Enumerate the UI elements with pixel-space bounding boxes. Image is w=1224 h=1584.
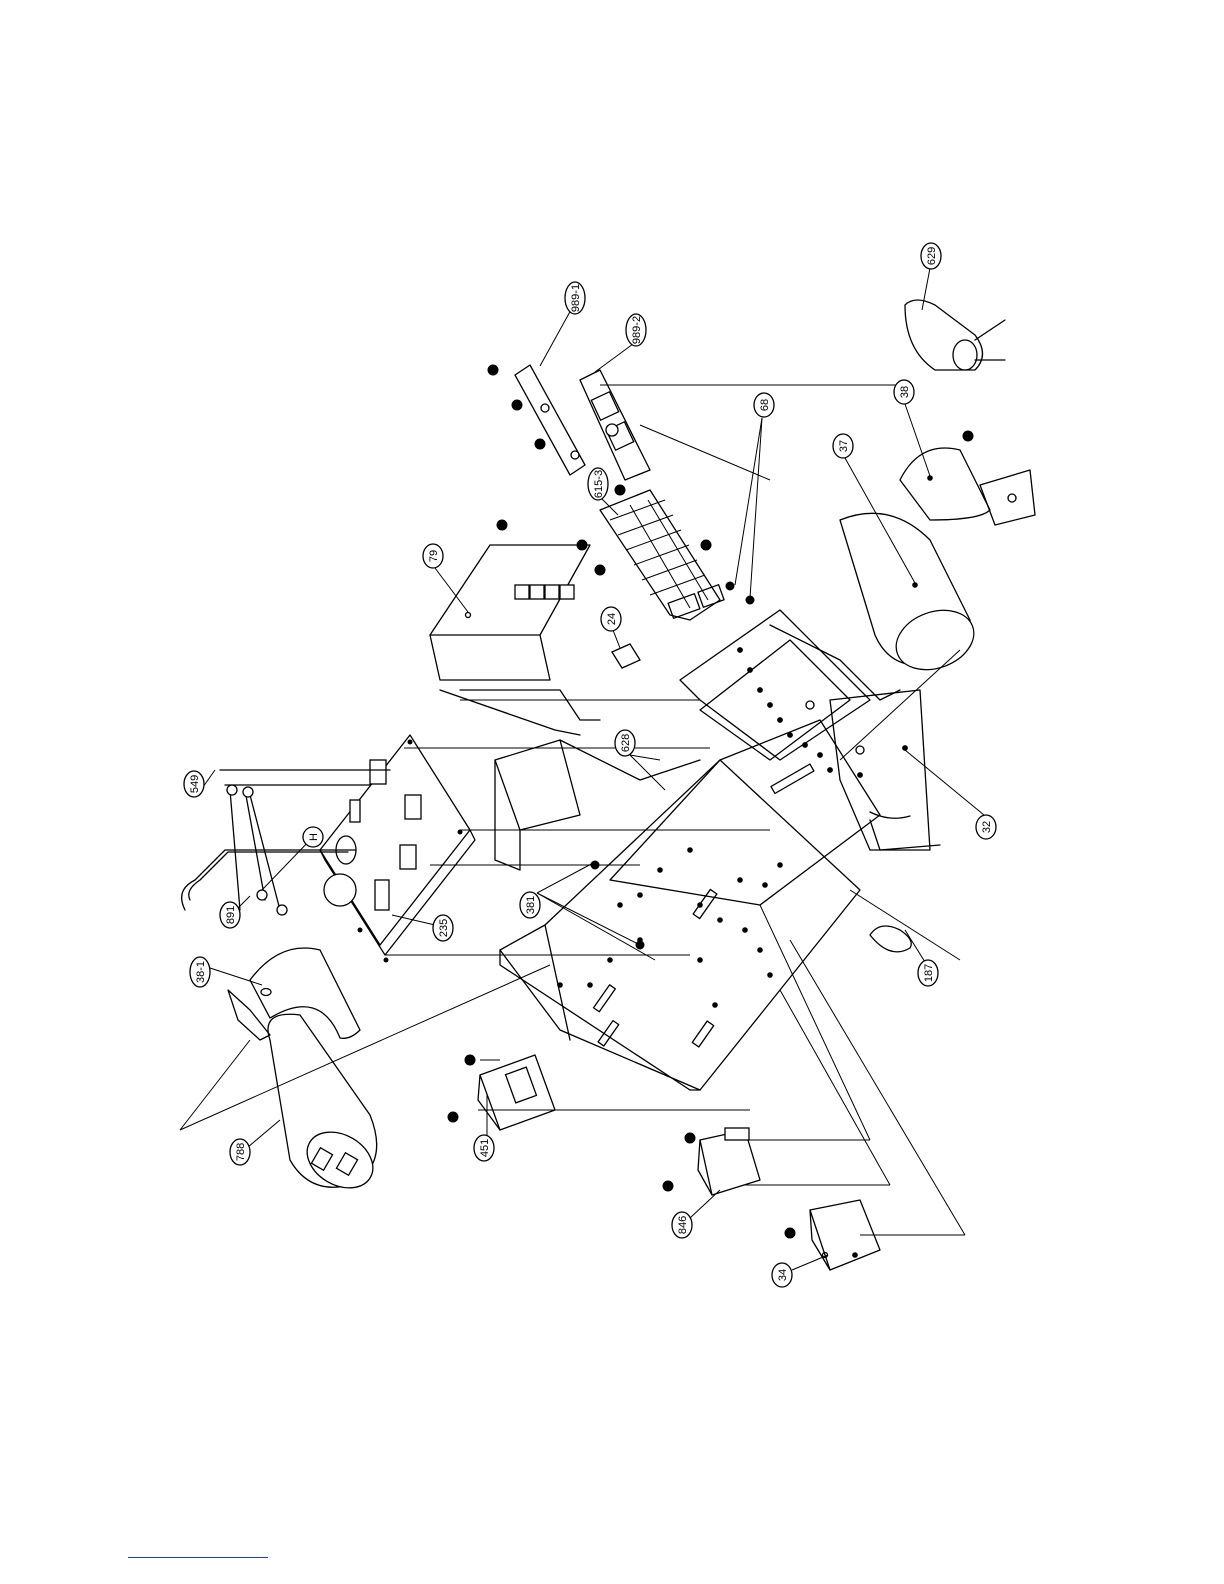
svg-text:235: 235	[438, 919, 450, 937]
relay-451	[478, 1055, 555, 1130]
wire-harness-549	[182, 770, 390, 915]
cable-clamp-187	[870, 926, 911, 952]
bracket-989-1	[515, 365, 585, 475]
svg-text:989-2: 989-2	[631, 316, 643, 344]
svg-text:846: 846	[677, 1216, 689, 1234]
callout-629: 629	[921, 243, 941, 269]
connector-629	[905, 300, 1005, 370]
callout-38-1: 38-1	[190, 957, 210, 987]
bracket-989-2	[580, 370, 650, 480]
svg-text:615-3: 615-3	[593, 470, 605, 498]
left-subframe	[495, 740, 700, 870]
svg-text:38: 38	[899, 386, 911, 398]
assembly-guide-lines	[180, 385, 965, 1235]
callout-32: 32	[976, 815, 996, 839]
svg-text:891: 891	[225, 906, 237, 924]
callout-381: 381	[520, 892, 540, 918]
callout-235: 235	[433, 915, 453, 941]
svg-text:629: 629	[926, 247, 938, 265]
svg-text:989-1: 989-1	[570, 284, 582, 312]
svg-text:549: 549	[189, 775, 201, 793]
svg-text:187: 187	[923, 964, 935, 982]
screws	[448, 365, 973, 1238]
can-37	[840, 513, 982, 680]
svg-text:788: 788	[235, 1143, 247, 1161]
svg-text:37: 37	[838, 440, 850, 452]
callout-788: 788	[230, 1139, 250, 1165]
svg-text:79: 79	[428, 550, 440, 562]
svg-text:34: 34	[777, 1269, 789, 1281]
callout-H: H	[303, 827, 323, 847]
svg-text:628: 628	[620, 734, 632, 752]
callout-451: 451	[474, 1135, 494, 1161]
callout-549: 549	[184, 771, 204, 797]
callout-79: 79	[423, 544, 443, 568]
shroud-38-1	[228, 948, 360, 1040]
callout-187: 187	[918, 960, 938, 986]
svg-text:38-1: 38-1	[195, 961, 207, 983]
svg-text:68: 68	[759, 399, 771, 411]
svg-text:381: 381	[525, 896, 537, 914]
callout-68: 68	[754, 393, 774, 417]
pcb-79	[430, 545, 600, 735]
shroud-38	[900, 448, 1035, 525]
callout-34: 34	[772, 1263, 792, 1287]
capacitor-788	[268, 1014, 383, 1199]
svg-text:24: 24	[606, 613, 618, 625]
block-24	[612, 644, 640, 668]
chassis-base-plate	[500, 720, 880, 1090]
callout-846: 846	[672, 1212, 692, 1238]
callout-37: 37	[833, 434, 853, 458]
callout-891: 891	[220, 902, 240, 928]
callout-615-3: 615-3	[588, 468, 608, 500]
callout-989-2: 989-2	[626, 314, 646, 346]
side-panel-32	[830, 690, 940, 850]
callout-38: 38	[894, 380, 914, 404]
heat-sink-615-3	[600, 490, 724, 620]
svg-text:H: H	[308, 833, 320, 841]
callout-24: 24	[601, 607, 621, 631]
callout-989-1: 989-1	[565, 282, 585, 314]
svg-text:32: 32	[981, 821, 993, 833]
svg-text:451: 451	[479, 1139, 491, 1157]
leader-lines	[196, 268, 984, 1270]
callout-628: 628	[615, 730, 635, 756]
footer-rule	[128, 1557, 268, 1558]
